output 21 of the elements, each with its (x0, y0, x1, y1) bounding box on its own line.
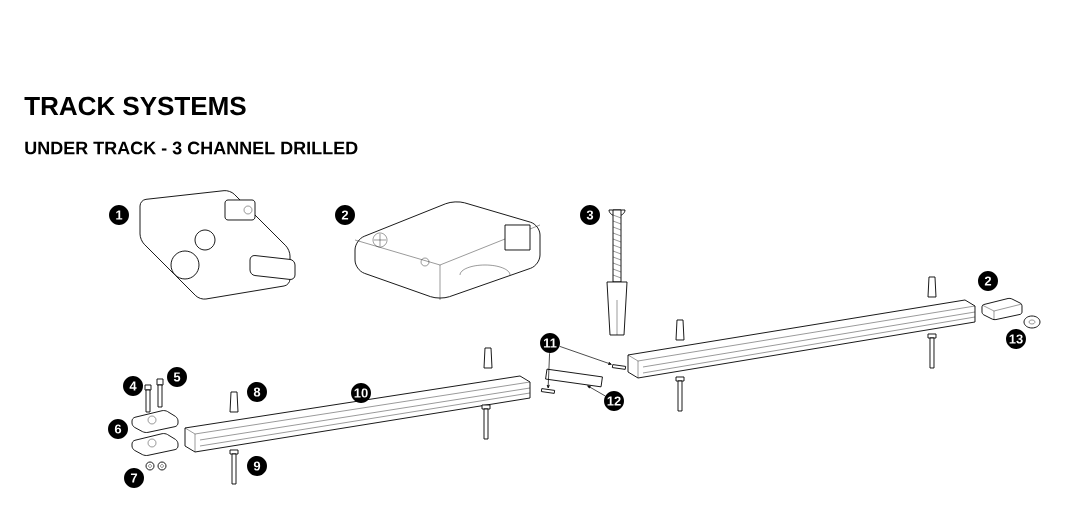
callout-number: 4 (123, 376, 143, 396)
leader-line (546, 352, 550, 389)
pin-drawing (540, 388, 556, 394)
callout-number: 3 (580, 205, 600, 225)
callout-number: 2 (978, 271, 998, 291)
callout-number: 9 (247, 456, 267, 476)
callout-number: 6 (108, 419, 128, 439)
callout-number: 13 (1006, 329, 1026, 349)
pin-drawing (611, 364, 627, 370)
callout-number: 5 (167, 367, 187, 387)
callout-number: 2 (335, 205, 355, 225)
callout-number: 7 (124, 468, 144, 488)
subtitle: UNDER TRACK - 3 CHANNEL DRILLED (25, 141, 358, 155)
callout-number: 11 (540, 333, 560, 353)
leader-line (587, 385, 606, 397)
callout-number: 12 (604, 391, 624, 411)
callout-number: 10 (351, 383, 371, 403)
callout-number: 8 (247, 382, 267, 402)
title: TRACK SYSTEMS (24, 96, 246, 116)
callout-number: 1 (109, 205, 129, 225)
leader-line (559, 346, 612, 365)
